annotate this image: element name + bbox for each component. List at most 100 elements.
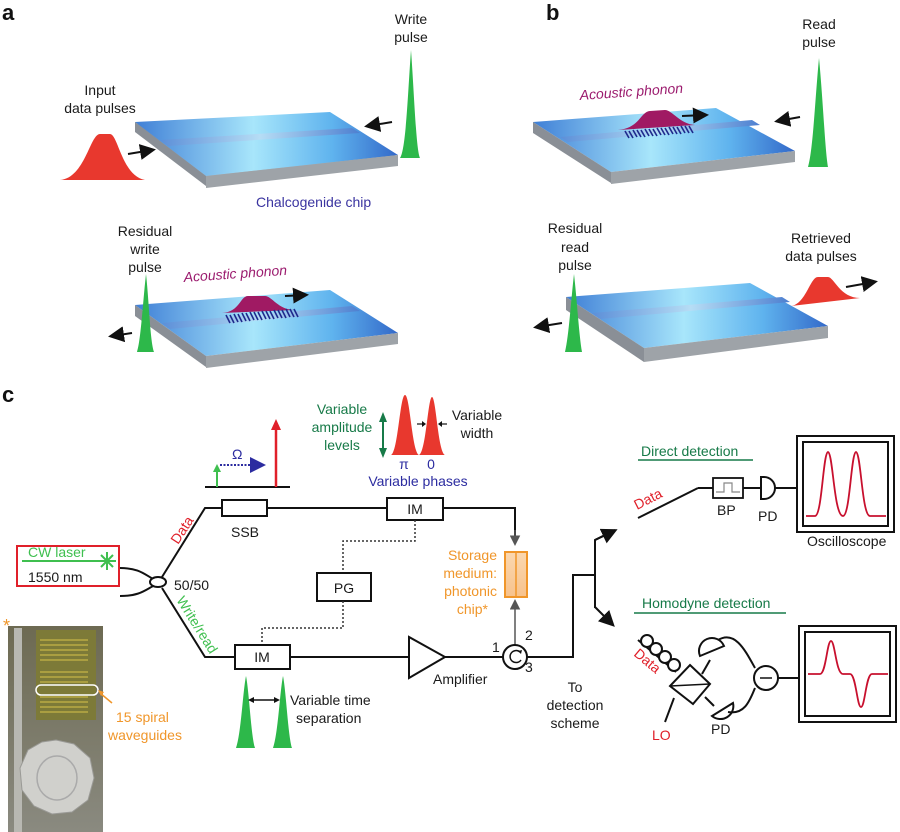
im-bottom-label: IM [254, 649, 270, 665]
pg-label: PG [334, 580, 354, 596]
bp-label: BP [717, 502, 736, 518]
svg-text:pulse: pulse [558, 257, 592, 273]
acoustic-phonon-a [222, 296, 295, 313]
amplifier-label: Amplifier [433, 671, 488, 687]
svg-text:waveguides: waveguides [107, 727, 182, 743]
im-top-label: IM [407, 501, 423, 517]
variable-phases-label: Variable phases [368, 473, 467, 489]
write-read-pulses-inset: Variable time separation [236, 676, 371, 748]
phase-0-label: 0 [427, 456, 435, 472]
laser-label: CW laser [28, 544, 86, 560]
circulator-arrow-icon [509, 649, 522, 664]
read-pulse-label: Read [802, 16, 835, 32]
retrieved-data-pulse [791, 277, 860, 306]
cw-laser-box: CW laser 1550 nm [16, 544, 120, 587]
ssb-label: SSB [231, 524, 259, 540]
photodetector-bottom [710, 701, 735, 721]
phonon-grating-a [225, 308, 299, 324]
ssb-modulator [221, 499, 268, 517]
coin-icon [19, 739, 95, 815]
photodetector-direct [760, 476, 776, 500]
write-pulse-label: Write [395, 11, 428, 27]
pd-homodyne-label: PD [711, 721, 730, 737]
storage-medium-label: Storage [448, 547, 497, 563]
panel-label-c: c [2, 382, 14, 407]
chalcogenide-chip-b-bottom [566, 283, 828, 362]
acoustic-phonon-b [618, 110, 695, 130]
laser-star-icon [98, 552, 116, 570]
homodyne-detection: Homodyne detection Data LO PD [631, 595, 897, 743]
oscilloscope-trace-homodyne [808, 640, 888, 708]
port-2-label: 2 [525, 627, 533, 643]
data-direct-label: Data [631, 485, 665, 513]
chalcogenide-chip-a-bottom [135, 290, 398, 368]
panel-b: b Read pulse Acoustic phonon Residual [533, 0, 878, 362]
spiral-waveguides-label: 15 spiral [116, 709, 169, 725]
panel-a: a Write pulse Input data pulses Chalcoge… [2, 0, 428, 368]
read-pulse [808, 58, 828, 167]
omega-label: Ω [232, 446, 242, 462]
svg-text:levels: levels [324, 437, 360, 453]
acoustic-phonon-label-b: Acoustic phonon [578, 80, 684, 103]
circulator [502, 644, 528, 670]
lo-label: LO [652, 727, 671, 743]
phonon-grating-b [624, 125, 694, 139]
data-pulse-shaping-inset: Variable amplitude levels Variable width… [312, 395, 503, 489]
bandpass-filter [712, 477, 744, 499]
svg-text:data pulses: data pulses [785, 248, 857, 264]
svg-text:medium:: medium: [443, 565, 497, 581]
svg-text:read: read [561, 239, 589, 255]
direct-detection: Direct detection Data BP PD Oscilloscope [631, 435, 895, 549]
input-data-pulses-label: Input [84, 82, 115, 98]
port-3-label: 3 [525, 659, 533, 675]
branch-write-read-label: Write/read [173, 593, 221, 656]
acoustic-phonon-label-a: Acoustic phonon [182, 262, 288, 285]
polarization-controller-icon [640, 634, 681, 672]
variable-amplitude-label: Variable [317, 401, 368, 417]
direct-detection-label: Direct detection [641, 443, 738, 459]
svg-text:pulse: pulse [802, 34, 836, 50]
panel-c: c CW laser 1550 nm 50/50 Data Write/read [2, 382, 897, 832]
waveguide-ridge [160, 128, 360, 146]
storage-medium-chip [504, 551, 528, 598]
coupler-50-50 [149, 576, 167, 588]
oscilloscope-trace-direct [806, 451, 886, 517]
bandpass-icon [716, 482, 740, 493]
homodyne-detection-label: Homodyne detection [642, 595, 770, 611]
pd-direct-label: PD [758, 508, 777, 524]
panel-label-b: b [546, 0, 559, 25]
svg-text:pulse: pulse [128, 259, 162, 275]
ssb-spectrum-inset: Ω [205, 419, 290, 488]
svg-text:separation: separation [296, 710, 361, 726]
svg-text:width: width [460, 425, 494, 441]
pulse-phase-0 [419, 397, 445, 455]
residual-read-pulse [565, 274, 582, 352]
phase-pi-label: π [399, 456, 409, 472]
svg-text:write: write [129, 241, 160, 257]
input-data-pulse [60, 134, 145, 180]
svg-text:detection: detection [547, 697, 604, 713]
write-pulse [400, 50, 420, 158]
splitter-ratio: 50/50 [174, 577, 209, 593]
pulse-phase-pi [391, 395, 419, 455]
laser-wavelength: 1550 nm [28, 569, 82, 585]
photo-asterisk: * [3, 616, 10, 636]
oscilloscope-label: Oscilloscope [807, 533, 887, 549]
variable-width-label: Variable [452, 407, 503, 423]
svg-text:data pulses: data pulses [64, 100, 136, 116]
panel-label-a: a [2, 0, 15, 25]
variable-time-separation-label: Variable time [290, 692, 371, 708]
chip-photo [8, 626, 103, 832]
pulse-generator [316, 572, 372, 602]
chip-label: Chalcogenide chip [256, 194, 371, 210]
svg-text:photonic: photonic [444, 583, 497, 599]
chalcogenide-chip-a-top [135, 112, 398, 188]
amplifier [408, 635, 448, 680]
residual-write-pulse-label: Residual [118, 223, 172, 239]
svg-text:amplitude: amplitude [312, 419, 373, 435]
svg-text:chip*: chip* [457, 601, 489, 617]
residual-write-pulse [137, 274, 154, 352]
photodetector-top [698, 637, 726, 658]
to-detection-label: To [568, 679, 583, 695]
